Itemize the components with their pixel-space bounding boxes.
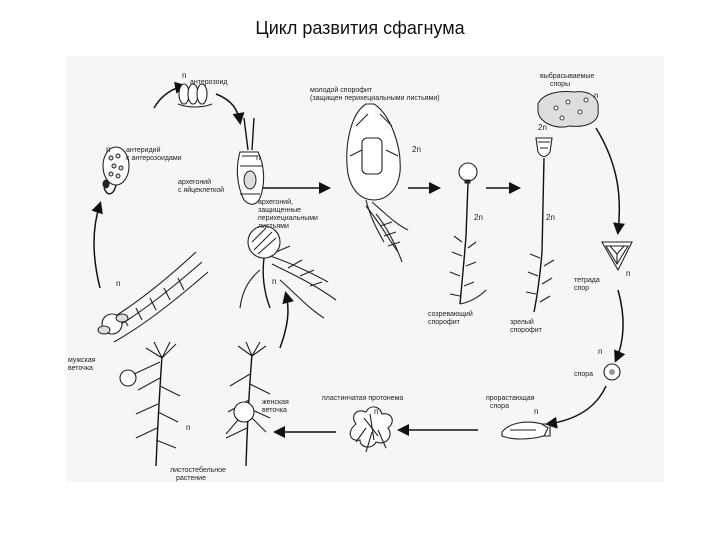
ploidy-n-male-branch: n xyxy=(116,279,120,288)
ploidy-n-protonema: n xyxy=(374,407,378,416)
male-branch-drawing xyxy=(97,251,209,343)
page-title: Цикл развития сфагнума xyxy=(255,18,465,38)
label-leafy-plant-1: листостебельное xyxy=(170,466,226,474)
cycle-arrows xyxy=(91,81,626,438)
spore-drawing xyxy=(603,363,621,381)
antheridium-drawing xyxy=(102,146,130,195)
archegonium-drawing xyxy=(236,117,265,205)
antherozoid-drawing xyxy=(177,83,213,108)
label-released-spores-2: споры xyxy=(550,81,570,88)
label-germinating-2: спора xyxy=(490,403,509,410)
labels: n антерозоид n антеридий с антерозоидами… xyxy=(68,71,630,482)
label-plate-protonema: пластинчатая протонема xyxy=(322,395,403,402)
life-cycle-diagram: n антерозоид n антеридий с антерозоидами… xyxy=(68,71,633,482)
ploidy-2n-capsule: 2n xyxy=(538,123,547,132)
protected-archegonium-drawing xyxy=(239,225,337,319)
label-archegonium-prot-4: листьями xyxy=(258,223,289,230)
plate-protonema-drawing xyxy=(349,406,393,453)
label-female-branch-1: женская xyxy=(262,399,289,406)
ploidy-n-germinating: n xyxy=(534,407,538,416)
ploidy-n-spores: n xyxy=(594,91,598,100)
label-maturing-1: созревающий xyxy=(428,310,473,318)
label-antherozoid: антерозоид xyxy=(190,79,228,86)
label-germinating-1: прорастающая xyxy=(486,395,535,402)
label-archegonium-prot-3: перихециальными xyxy=(258,215,318,222)
label-archegonium-line1: архегоний xyxy=(178,178,211,186)
leafy-plant-center-drawing xyxy=(225,341,271,467)
life-cycle-figure: n антерозоид n антеридий с антерозоидами… xyxy=(66,56,664,482)
label-tetrad-2: спор xyxy=(574,285,589,292)
label-male-branch-2: веточка xyxy=(68,365,93,372)
label-released-spores-1: выбрасываемые xyxy=(540,72,594,80)
label-maturing-2: спорофит xyxy=(428,319,461,326)
spore-tetrad-drawing xyxy=(601,241,633,272)
label-young-sporophyte-2: (защищен перихециальными листьями) xyxy=(310,95,440,102)
ploidy-n-tetrad: n xyxy=(626,269,630,278)
label-antheridium-line1: антеридий xyxy=(126,146,161,154)
released-spores-drawing xyxy=(537,91,599,128)
arrow-female-branch-to-archegonium xyxy=(279,291,295,349)
label-spore: спора xyxy=(574,371,593,378)
mature-sporophyte-drawing xyxy=(525,137,555,313)
ploidy-n-antherozoid: n xyxy=(182,71,186,80)
arrow-spores-to-tetrad xyxy=(595,127,625,235)
ploidy-n-antheridium: n xyxy=(106,145,110,154)
label-male-branch-1: мужская xyxy=(68,357,96,364)
label-female-branch-2: веточка xyxy=(262,407,287,414)
label-young-sporophyte-1: молодой спорофит xyxy=(310,86,373,94)
label-mature-1: зрелый xyxy=(510,318,534,326)
label-archegonium-line2: с яйцеклеткой xyxy=(178,186,224,194)
label-leafy-plant-2: растение xyxy=(176,475,206,482)
germinating-spore-drawing xyxy=(501,421,551,440)
ploidy-n-archegonium: n xyxy=(256,153,260,162)
arrow-male-branch-to-antheridium xyxy=(91,201,103,289)
label-mature-2: спорофит xyxy=(510,327,543,334)
ploidy-2n-mature: 2n xyxy=(546,213,555,222)
label-tetrad-1: тетрада xyxy=(574,277,600,284)
maturing-sporophyte-drawing xyxy=(449,162,487,305)
label-archegonium-prot-1: архегоний, xyxy=(258,198,293,206)
ploidy-n-plant: n xyxy=(186,423,190,432)
ploidy-2n-maturing: 2n xyxy=(474,213,483,222)
ploidy-n-center: n xyxy=(272,277,276,286)
ploidy-2n-young: 2n xyxy=(412,145,421,154)
label-antheridium-line2: с антерозоидами xyxy=(126,155,182,162)
arrow-tetrad-to-spore xyxy=(614,289,626,363)
ploidy-n-spore: n xyxy=(598,347,602,356)
leafy-plant-left-drawing xyxy=(119,341,181,467)
young-sporophyte-drawing xyxy=(346,103,409,263)
label-archegonium-prot-2: защищенные xyxy=(258,207,301,214)
arrow-spore-to-germinating xyxy=(545,385,607,429)
arrow-antherozoid-to-archegonium xyxy=(215,93,245,125)
